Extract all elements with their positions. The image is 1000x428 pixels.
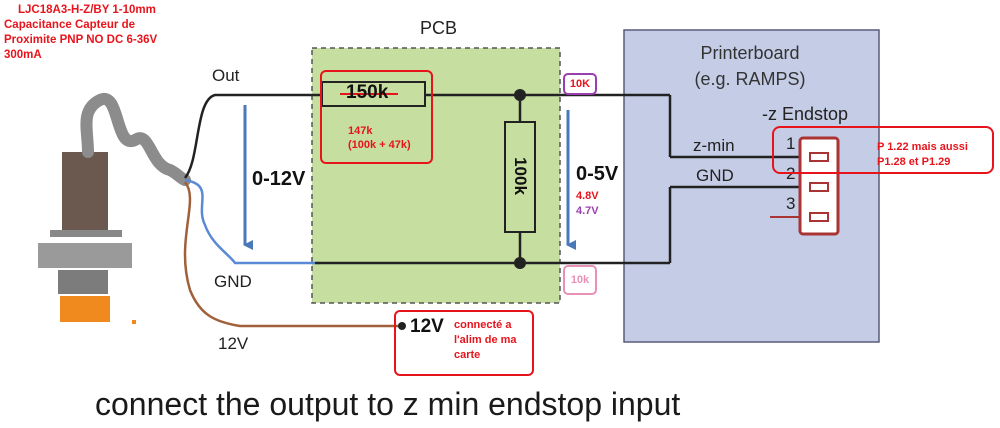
pin-note: P 1.22 mais aussi P1.28 et P1.29: [877, 140, 968, 170]
resistor-150k-note: 147k (100k + 47k): [348, 124, 411, 152]
resistor-note-top: 10K: [563, 73, 597, 95]
sensor-cable: [80, 93, 191, 186]
resistor-150k-note-line1: 147k: [348, 125, 373, 137]
supply-dot: [398, 322, 406, 330]
annotation-box-supply: [394, 310, 534, 376]
sensor-note-line1: LJC18A3-H-Z/BY 1-10mm: [18, 4, 156, 16]
resistor-100k: [504, 121, 536, 233]
annotation-box-150k: [320, 70, 433, 164]
proximity-sensor: [38, 152, 136, 324]
supply-note-line2: l'alim de ma: [454, 334, 517, 346]
pin3-label: 3: [786, 194, 796, 213]
printerboard-title-line2: (e.g. RAMPS): [694, 69, 806, 89]
resistor-150k-note-line2: (100k + 47k): [348, 139, 411, 151]
resistor-note-bottom: 10k: [563, 265, 597, 295]
v12-wire: [183, 181, 400, 328]
supply-note-line1: connecté a: [454, 319, 512, 331]
measured-voltage-1: 4.8V: [576, 190, 599, 202]
v12-label: 12V: [218, 334, 249, 353]
out-wire: [183, 93, 315, 179]
pin-zmin-label: z-min: [693, 136, 735, 155]
sensor-note: LJC18A3-H-Z/BY 1-10mm Capacitance Capteu…: [4, 3, 157, 63]
printerboard-title-line1: Printerboard: [700, 43, 800, 63]
supply-note-line3: carte: [454, 349, 481, 361]
caption: connect the output to z min endstop inpu…: [95, 386, 681, 422]
pin-note-line1: P 1.22 mais aussi: [877, 141, 968, 153]
sensor-note-line2: Capacitance Capteur de: [4, 19, 136, 31]
resistor-100k-label: 100k: [511, 157, 530, 195]
printerboard-title: Printerboard (e.g. RAMPS): [630, 40, 870, 92]
supply-note: connecté a l'alim de ma carte: [454, 318, 517, 363]
endstop-label: -z Endstop: [762, 104, 849, 124]
sensor-note-line3: Proximite PNP NO DC 6-36V: [4, 34, 158, 46]
sensor-note-line4: 300mA: [4, 49, 42, 61]
pcb-title: PCB: [420, 18, 458, 38]
gnd-wire: [184, 178, 320, 265]
voltage-input: 0-12V: [252, 168, 306, 190]
gnd-label: GND: [214, 272, 252, 291]
measured-voltage-2: 4.7V: [576, 205, 599, 217]
pin-gnd-label: GND: [696, 166, 734, 185]
annotation-box-pins: [772, 126, 994, 174]
supply-label: 12V: [410, 316, 444, 337]
pin-note-line2: P1.28 et P1.29: [877, 156, 951, 168]
voltage-output: 0-5V: [576, 163, 619, 185]
out-label: Out: [212, 66, 240, 85]
pin1-label: 1: [786, 134, 796, 153]
resistor-150k-label: 150k: [346, 82, 389, 103]
